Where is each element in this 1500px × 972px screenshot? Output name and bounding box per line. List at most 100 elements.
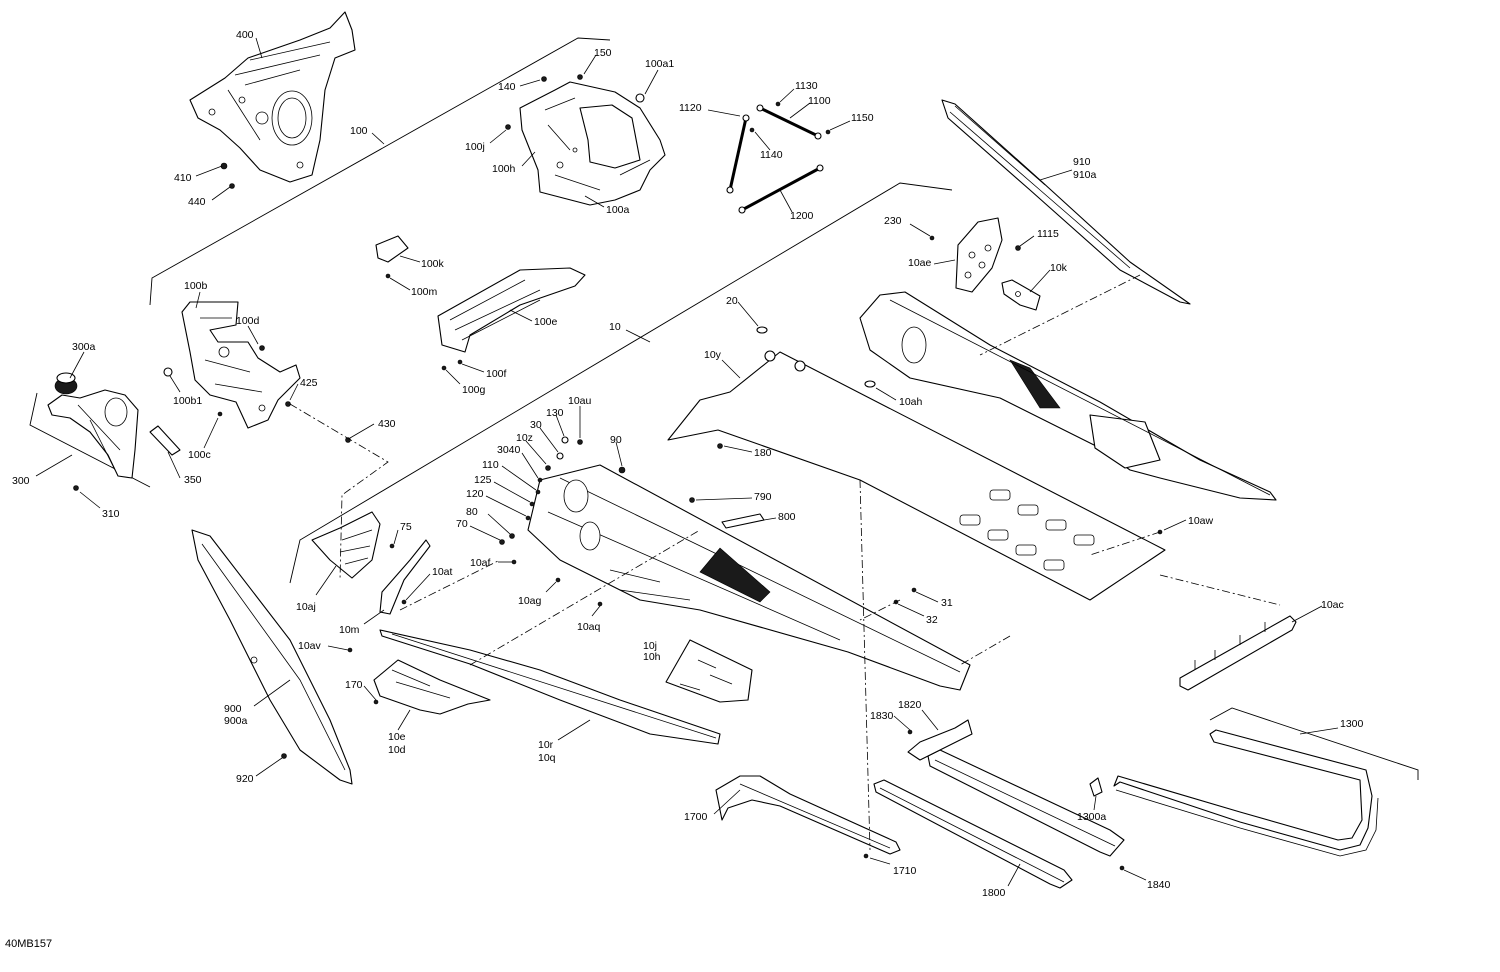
fastener-180 <box>717 443 723 449</box>
tunnel-10 <box>527 350 1166 691</box>
callout-1300a: 1300a <box>1077 811 1106 823</box>
callout-120: 120 <box>466 488 484 500</box>
bracket-10m <box>379 539 431 615</box>
callout-1200: 1200 <box>790 210 814 222</box>
callout-10y: 10y <box>704 349 722 361</box>
fastener-150 <box>577 74 583 80</box>
skid-10e <box>373 659 491 715</box>
fastener-130 <box>561 436 569 444</box>
callout-100e: 100e <box>534 316 558 328</box>
bracket-10k <box>1001 279 1041 311</box>
plate-10j <box>665 639 753 703</box>
callout-10h: 10h <box>643 651 661 663</box>
callout-100m: 100m <box>411 286 438 298</box>
callout-440: 440 <box>188 196 206 208</box>
callout-70: 70 <box>456 518 468 530</box>
callout-1710: 1710 <box>893 865 917 877</box>
fastener-31 <box>911 587 917 593</box>
callout-1800: 1800 <box>982 887 1006 899</box>
fastener-30 <box>556 452 564 460</box>
bracket-10ac <box>1179 615 1297 691</box>
fastener-1115 <box>1015 245 1021 251</box>
callout-100k: 100k <box>421 258 445 270</box>
group-bracket-300 <box>29 392 151 488</box>
callout-75: 75 <box>400 521 412 533</box>
fastener-425 <box>285 401 291 407</box>
callout-1840: 1840 <box>1147 879 1171 891</box>
grommet-10ah <box>864 380 876 388</box>
nut-100a1 <box>635 93 645 103</box>
runner-1700 <box>715 775 901 855</box>
part-100b-lower-frame <box>181 301 301 429</box>
callout-labels: 400100410440150140100a1100j100h100a11201… <box>12 29 1364 899</box>
callout-300a: 300a <box>72 341 96 353</box>
fastener-100j <box>505 124 511 130</box>
fastener-230 <box>929 235 935 241</box>
fastener-10av <box>347 647 353 653</box>
callout-10aj: 10aj <box>296 601 316 613</box>
group-bracket-1300 <box>1209 707 1419 780</box>
callout-1300: 1300 <box>1340 718 1364 730</box>
fastener-10z <box>545 465 551 471</box>
fastener-170 <box>373 699 379 705</box>
fastener-110 <box>535 489 541 495</box>
callout-10k: 10k <box>1050 262 1068 274</box>
callout-80: 80 <box>466 506 478 518</box>
callout-100c: 100c <box>188 449 211 461</box>
bumper-1300 <box>1113 729 1379 857</box>
callout-10j: 10j <box>643 640 657 652</box>
callout-350: 350 <box>184 474 202 486</box>
callout-100f: 100f <box>486 368 507 380</box>
fastener-75 <box>389 543 395 549</box>
callout-10e: 10e <box>388 731 406 743</box>
callout-10ae: 10ae <box>908 257 932 269</box>
fastener-310 <box>73 485 79 491</box>
plate-800 <box>721 513 765 529</box>
link-350 <box>149 425 181 456</box>
rod-1100 <box>756 104 822 140</box>
callout-10ac: 10ac <box>1321 599 1344 611</box>
cover-100k <box>375 235 409 263</box>
group-bracket-100 <box>149 37 611 306</box>
callout-10av: 10av <box>298 640 322 652</box>
fastener-80 <box>509 533 515 539</box>
callout-1700: 1700 <box>684 811 708 823</box>
callout-100j: 100j <box>465 141 485 153</box>
callout-10d: 10d <box>388 744 406 756</box>
callout-1100: 1100 <box>808 95 831 107</box>
callout-10at: 10at <box>432 566 453 578</box>
callout-150: 150 <box>594 47 612 59</box>
fastener-1140 <box>749 127 755 133</box>
bracket-10ae <box>955 217 1003 293</box>
callout-100b1: 100b1 <box>173 395 202 407</box>
slide-10r <box>379 629 721 745</box>
callout-130: 130 <box>546 407 564 419</box>
fastener-920 <box>281 753 287 759</box>
callout-10z: 10z <box>516 432 533 444</box>
callout-790: 790 <box>754 491 772 503</box>
rod-1200 <box>738 164 824 214</box>
side-rail-right <box>859 291 1277 501</box>
callout-100g: 100g <box>462 384 486 396</box>
fastener-125 <box>529 501 535 507</box>
callout-920: 920 <box>236 773 254 785</box>
callout-170: 170 <box>345 679 363 691</box>
callout-100b: 100b <box>184 280 208 292</box>
fastener-100f <box>457 359 463 365</box>
leader-lines <box>35 37 1339 887</box>
callout-425: 425 <box>300 377 318 389</box>
callout-10au: 10au <box>568 395 592 407</box>
callout-10q: 10q <box>538 752 556 764</box>
callout-1120: 1120 <box>679 102 702 114</box>
nut-100b1 <box>163 367 173 377</box>
fastener-100m <box>385 273 391 279</box>
rail-900 <box>191 529 353 785</box>
fastener-70 <box>499 539 505 545</box>
callout-1150: 1150 <box>851 112 874 124</box>
fastener-100d <box>259 345 265 351</box>
callout-140: 140 <box>498 81 516 93</box>
callout-1115: 1115 <box>1037 228 1059 240</box>
callout-100: 100 <box>350 125 368 137</box>
callout-110: 110 <box>482 459 499 471</box>
